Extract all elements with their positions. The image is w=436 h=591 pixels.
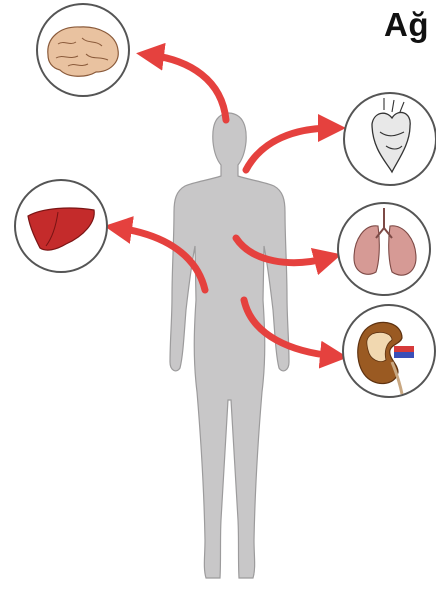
page-title: Ağ <box>384 6 429 44</box>
arrow-to-brain <box>150 55 226 120</box>
human-body-silhouette <box>170 113 289 578</box>
liver-icon <box>15 180 107 272</box>
heart-icon <box>344 93 436 185</box>
kidney-icon <box>343 305 435 397</box>
lungs-icon <box>338 203 430 295</box>
brain-icon <box>37 4 129 96</box>
arrow-to-heart <box>246 128 332 170</box>
